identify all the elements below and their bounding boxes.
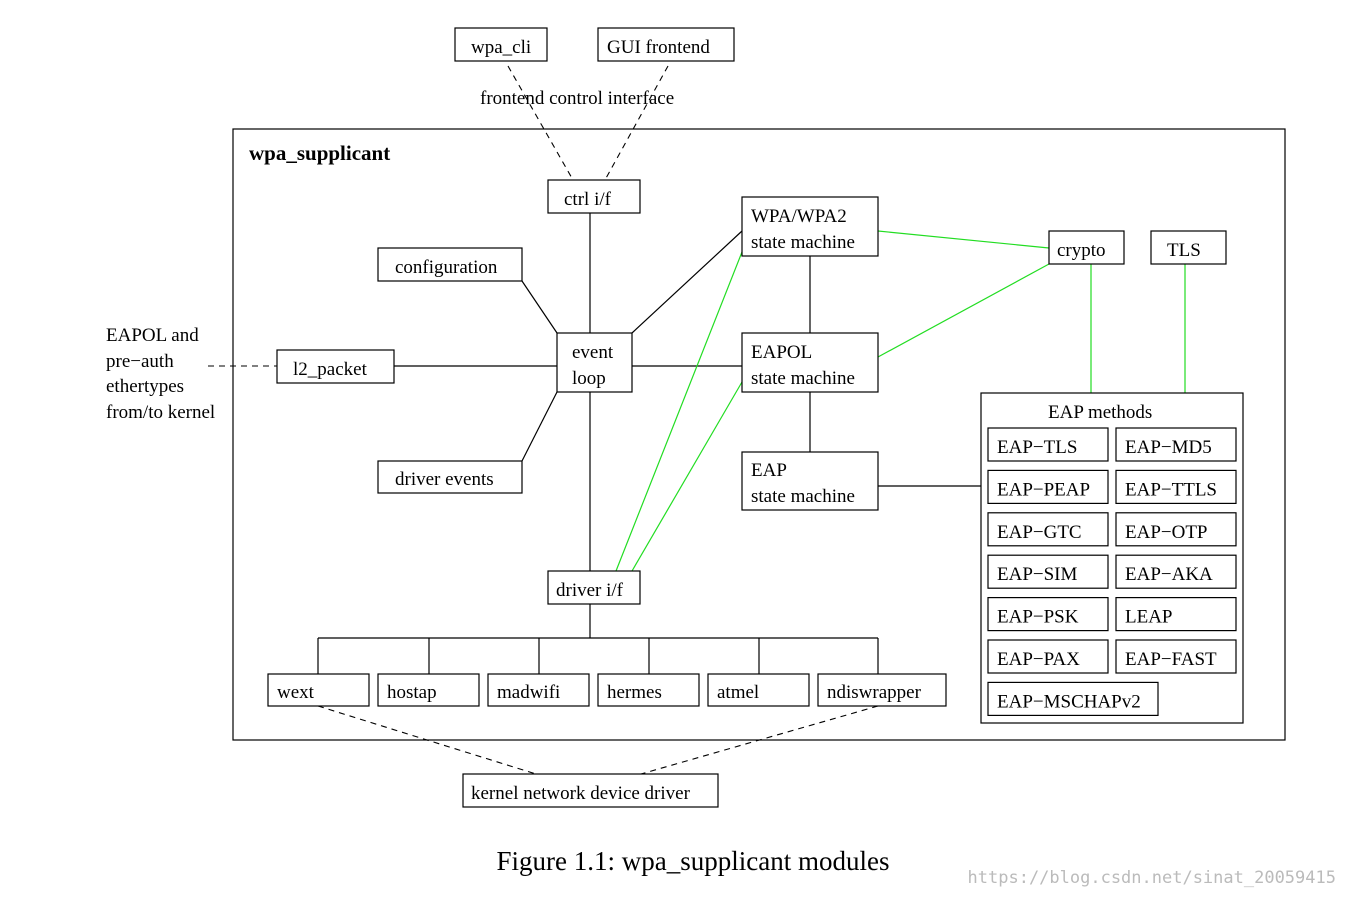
configuration-label: configuration [395,257,498,278]
driver-label: ndiswrapper [827,682,922,703]
driver-3-box [597,673,700,707]
eapol-state-machine-box [741,332,879,393]
eapol-to-crypto-link [877,263,1050,358]
ctrl-if-box [547,179,641,214]
gui-to-ctrl-link [604,65,669,181]
eap-method-label: EAP−GTC [997,522,1082,543]
eap-method-cell [1115,554,1237,589]
eap-method-cell [1115,639,1237,674]
eap-method-label: EAP−MSCHAPv2 [997,691,1141,712]
event-to-wpa-link [631,230,743,334]
wpa-cli-label: wpa_cli [471,37,531,58]
wpa-cli-box [454,27,548,62]
driver-label: wext [277,682,315,703]
crypto-label: crypto [1057,240,1106,261]
event-loop-label-line2: loop [572,368,606,389]
wext-to-kernel-link [317,705,537,775]
driver-if-box [547,570,641,605]
eap-method-cell [1115,469,1237,504]
eap-method-cell [1115,427,1237,462]
l2-packet-box [276,349,395,384]
driver-if-label: driver i/f [556,580,624,601]
event-loop-box [556,332,633,393]
wpa-cli-to-ctrl-link [507,65,574,181]
frame-title: wpa_supplicant [249,141,390,165]
l2-packet-label: l2_packet [293,359,368,380]
drivers-row: wext hostap madwifi hermes atmel ndiswrapper [267,673,947,707]
gui-frontend-box [597,27,735,62]
driver-to-eapol-link [631,381,743,572]
gui-frontend-label: GUI frontend [607,37,710,58]
eap-method-label: EAP−PAX [997,649,1080,670]
driver-0-box [267,673,370,707]
control-interface-label: frontend control interface [480,88,674,109]
driver-4-box [707,673,810,707]
eapol-note-line2: pre−auth [106,351,174,372]
eap-method-cell [987,639,1109,674]
kernel-driver-box [462,773,719,808]
driver-events-box [377,460,523,494]
eap-method-cell [1115,512,1237,547]
driver-label: hermes [607,682,662,703]
eap-method-cell [987,469,1109,504]
eap-method-cell [987,512,1109,547]
eap-method-cell [1115,596,1237,632]
kernel-driver-label: kernel network device driver [471,783,691,804]
driver-2-box [487,673,590,707]
eap-method-cell [987,554,1109,589]
ctrl-if-label: ctrl i/f [564,189,612,210]
eap-method-label: EAP−TTLS [1125,479,1217,500]
eap-method-cell [987,681,1159,717]
eap-method-cell [987,427,1109,462]
driver-label: hostap [387,682,437,703]
tls-label: TLS [1167,240,1201,261]
eap-method-label: EAP−AKA [1125,564,1213,585]
eap-method-label: EAP−SIM [997,564,1078,585]
eap-method-label: LEAP [1125,607,1173,628]
driver-events-label: driver events [395,469,494,490]
eap-method-label: EAP−PSK [997,607,1079,628]
eap-method-label: EAP−FAST [1125,649,1217,670]
eap-state-machine-box [741,451,879,511]
eapol-state-machine-line1: EAPOL [751,342,812,363]
wpa-state-machine-line1: WPA/WPA2 [751,206,847,227]
config-to-event-link [521,280,558,334]
eap-methods-title: EAP methods [1048,402,1152,423]
eap-method-label: EAP−MD5 [1125,437,1212,458]
wpa-state-machine-box [741,196,879,257]
connectors [208,65,1186,775]
configuration-box [377,247,523,282]
driver-to-wpa-link [615,251,743,572]
figure-caption: Figure 1.1: wpa_supplicant modules [497,846,890,876]
driver-label: madwifi [497,682,560,703]
watermark-url: https://blog.csdn.net/sinat_20059415 [968,868,1336,888]
driver-1-box [377,673,480,707]
eap-method-label: EAP−PEAP [997,479,1090,500]
tls-box [1150,230,1227,265]
eapol-note-line1: EAPOL and [106,325,199,346]
eap-state-machine-line1: EAP [751,460,787,481]
ndiswrapper-to-kernel-link [640,705,879,775]
wpa-state-machine-line2: state machine [751,232,855,253]
eap-method-label: EAP−OTP [1125,522,1208,543]
event-loop-label-line1: event [572,342,614,363]
driver-events-to-event-link [521,391,558,462]
driver-5-box [817,673,947,707]
eap-method-cell [987,596,1109,632]
crypto-box [1048,230,1125,265]
eap-state-machine-line2: state machine [751,486,855,507]
driver-label: atmel [717,682,759,703]
eap-method-label: EAP−TLS [997,437,1077,458]
eapol-state-machine-line2: state machine [751,368,855,389]
eapol-note-line4: from/to kernel [106,402,215,423]
wpa-to-crypto-link [877,230,1050,249]
eapol-note-line3: ethertypes [106,376,184,397]
